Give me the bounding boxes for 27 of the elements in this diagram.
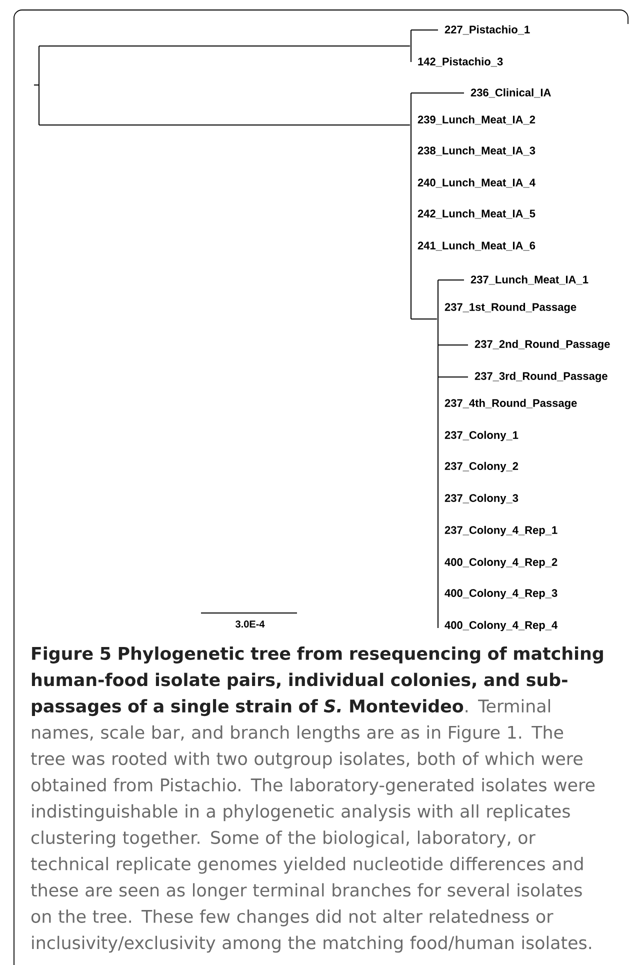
leaf-label: 242_Lunch_Meat_IA_5 — [418, 209, 536, 219]
branch-line — [438, 376, 468, 378]
leaf-label: 241_Lunch_Meat_IA_6 — [418, 241, 536, 251]
branch-line — [410, 318, 438, 320]
leaf-label: 237_Colony_4_Rep_1 — [444, 526, 558, 536]
leaf-label: 237_Lunch_Meat_IA_1 — [470, 275, 588, 285]
leaf-label: 227_Pistachio_1 — [444, 25, 530, 35]
leaf-label: 237_4th_Round_Passage — [444, 398, 577, 410]
leaf-label: 237_Colony_1 — [444, 430, 518, 442]
scale-label: 3.0E-4 — [236, 620, 265, 628]
leaf-label: 237_Colony_2 — [444, 462, 518, 472]
branch-line — [410, 92, 464, 94]
leaf-label: 238_Lunch_Meat_IA_3 — [418, 146, 536, 156]
leaf-label: 400_Colony_4_Rep_2 — [444, 558, 558, 568]
leaf-label: 400_Colony_4_Rep_3 — [444, 588, 558, 600]
branch-line — [38, 124, 410, 126]
leaf-label: 240_Lunch_Meat_IA_4 — [418, 178, 536, 188]
leaf-label: 237_2nd_Round_Passage — [474, 340, 610, 350]
figure-caption: Figure 5 Phylogenetic tree from resequencing of matching human-food isolate pairs, individual colonies, and sub-passages of a single strain of S. Montevideo. Terminal names, scale bar, and branch lengths are as in Figure 1. The tree was rooted with two outgroup isolates, both of which were obtained from Pistachio. The laboratory-generated isolates were indistinguishable in a phylogenetic analysis with all replicates clustering together. Some of the biological, laboratory, or technical replicate genomes yielded nucleotide differences and these are seen as longer terminal branches for several isolates on the tree. These few changes did not alter relatedness or inclusivity/exclusivity among the matching food/human isolates. — [30, 646, 603, 953]
leaf-label: 239_Lunch_Meat_IA_2 — [418, 115, 536, 125]
branch-line — [438, 344, 468, 346]
leaf-label: 400_Colony_4_Rep_4 — [444, 620, 558, 632]
leaf-label: 237_Colony_3 — [444, 494, 518, 504]
leaf-label: 236_Clinical_IA — [470, 88, 551, 98]
leaf-label: 237_1st_Round_Passage — [444, 302, 576, 314]
leaf-label: 142_Pistachio_3 — [418, 57, 503, 67]
leaf-label: 237_3rd_Round_Passage — [474, 372, 608, 382]
